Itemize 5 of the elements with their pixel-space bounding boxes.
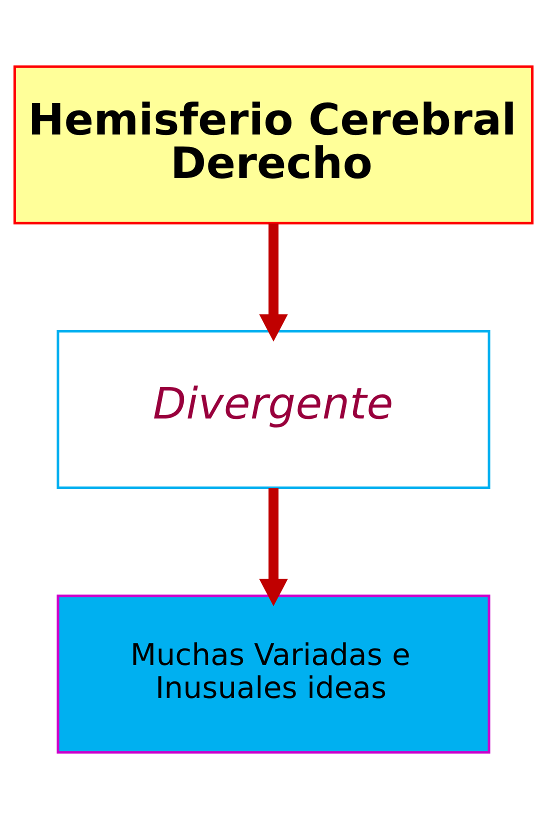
- arrow: [259, 488, 288, 606]
- node-box: Divergente: [56, 330, 490, 489]
- node-box: Hemisferio Cerebral Derecho: [13, 65, 534, 224]
- arrow: [259, 224, 288, 342]
- node-box: Muchas Variadas e Inusuales ideas: [56, 594, 490, 754]
